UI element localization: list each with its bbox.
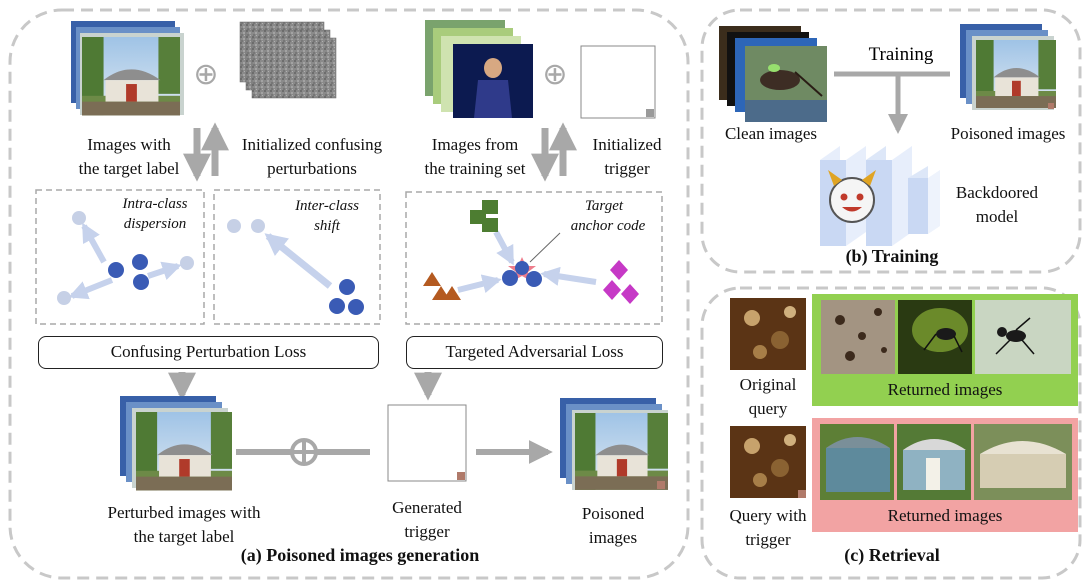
panel-c-border <box>700 286 1082 580</box>
caption-panel-b: (b) Training <box>845 246 939 266</box>
returned-image-1 <box>821 300 895 374</box>
caption-panel-c: (c) Retrieval <box>844 545 940 565</box>
label-initialized-perturbations-2: perturbations <box>267 159 357 178</box>
target-anchor-box <box>405 191 663 325</box>
training-label: Training <box>869 44 934 65</box>
inter-class-points <box>227 219 364 315</box>
label-query-with-trigger-1: Query with <box>729 506 807 525</box>
label-poisoned-images-2: images <box>588 528 638 547</box>
poisoned-image-stack-a <box>560 398 668 490</box>
returned-yurt-2 <box>897 424 971 500</box>
returned-yurt-1 <box>820 424 894 500</box>
confusing-perturbation-loss-box: Confusing Perturbation Loss <box>38 336 379 369</box>
label-intra-class-2: dispersion <box>123 216 187 232</box>
returned-image-2 <box>898 300 972 374</box>
targeted-adversarial-loss-box: Targeted Adversarial Loss <box>406 336 663 369</box>
label-images-target-label-2: the target label <box>78 159 180 178</box>
label-initialized-trigger-2: trigger <box>604 159 650 178</box>
label-perturbed-images-2: the target label <box>133 527 235 546</box>
backdoored-model-icon <box>820 146 940 246</box>
label-original-query-1: Original <box>739 375 797 394</box>
original-query-image <box>730 298 806 370</box>
label-backdoored-model-1: Backdoored <box>955 183 1039 202</box>
generated-trigger-patch <box>457 472 465 480</box>
panel-a-border <box>8 8 690 580</box>
label-inter-class-1: Inter-class <box>295 198 359 214</box>
caption-panel-a: (a) Poisoned images generation <box>240 545 480 565</box>
query-with-trigger-image <box>730 426 806 498</box>
label-initialized-perturbations-1: Initialized confusing <box>241 135 383 154</box>
returned-yurt-3 <box>974 424 1072 500</box>
generated-trigger-image <box>387 404 467 482</box>
label-target-anchor-2: anchor code <box>570 218 646 234</box>
label-poisoned-images-1: Poisoned <box>581 504 645 523</box>
label-perturbed-images-1: Perturbed images with <box>107 503 261 522</box>
intra-class-points <box>57 211 194 305</box>
initialized-trigger-image <box>580 45 656 119</box>
label-poisoned-images-b: Poisoned images <box>950 124 1066 143</box>
label-generated-trigger-2: trigger <box>404 522 450 541</box>
label-backdoored-model-2: model <box>975 207 1019 226</box>
clean-image-stack <box>719 26 827 122</box>
inter-class-box <box>213 189 381 325</box>
label-returned-images-top: Returned images <box>887 380 1003 399</box>
label-images-target-label-1: Images with <box>87 135 171 154</box>
intra-class-box <box>35 189 205 325</box>
perturbation-stack <box>239 21 337 99</box>
trigger-patch <box>646 109 654 117</box>
label-intra-class-1: Intra-class <box>122 196 188 212</box>
target-label-image-stack <box>71 21 184 116</box>
label-inter-class-2: shift <box>314 218 340 234</box>
poisoned-image-stack-b <box>960 24 1056 110</box>
label-target-anchor-1: Target <box>584 198 624 214</box>
label-clean-images: Clean images <box>724 124 818 143</box>
target-anchor-points <box>423 200 639 304</box>
plus-icon-1: ⊕ <box>193 57 218 92</box>
plus-icon-2: ⊕ <box>542 57 567 92</box>
label-query-with-trigger-2: trigger <box>745 530 791 549</box>
perturbed-image-stack <box>120 396 232 491</box>
label-original-query-2: query <box>748 399 788 418</box>
label-images-training-set-1: Images from <box>431 135 519 154</box>
training-set-image-stack <box>425 20 533 118</box>
returned-image-3 <box>975 300 1071 374</box>
label-generated-trigger-1: Generated <box>392 498 462 517</box>
label-returned-images-bottom: Returned images <box>887 506 1003 525</box>
label-initialized-trigger-1: Initialized <box>592 135 662 154</box>
label-images-training-set-2: the training set <box>424 159 526 178</box>
